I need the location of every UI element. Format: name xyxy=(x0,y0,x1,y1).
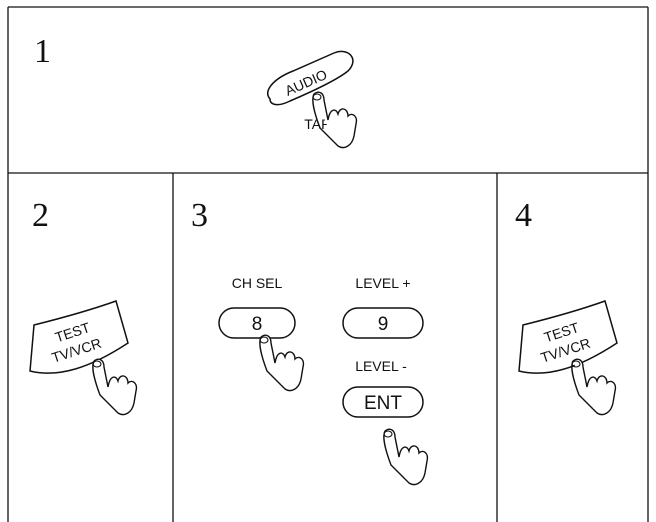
pointing-hand-icon xyxy=(260,335,304,390)
audio-tape-button-illustration: AUDIO TAPE xyxy=(8,7,648,173)
level-plus-9-button[interactable]: 9 xyxy=(343,308,423,338)
pointing-hand-icon xyxy=(572,359,616,414)
ent-key-label: ENT xyxy=(364,393,402,414)
step-2-panel: 2 TEST TV/VCR xyxy=(8,173,173,522)
test-tvvcr-button-illustration: TEST TV/VCR xyxy=(8,173,173,522)
level-minus-label: LEVEL - xyxy=(355,358,407,374)
key-9-label: 9 xyxy=(378,314,389,335)
step-3-panel: 3 CH SEL 8 LEVEL + 9 LEVEL - ENT xyxy=(173,173,497,522)
step-4-panel: 4 TEST TV/VCR xyxy=(497,173,648,522)
level-plus-label: LEVEL + xyxy=(355,275,410,291)
ch-sel-8-button[interactable]: 8 xyxy=(219,308,295,338)
pointing-hand-icon xyxy=(93,359,137,414)
test-tvvcr-button[interactable]: TEST TV/VCR xyxy=(519,301,617,373)
step-1-panel: 1 AUDIO TAPE xyxy=(8,7,648,173)
key-8-label: 8 xyxy=(252,314,263,335)
level-minus-ent-button[interactable]: ENT xyxy=(343,387,423,417)
test-tvvcr-button-illustration: TEST TV/VCR xyxy=(497,173,648,522)
level-adjust-illustration: CH SEL 8 LEVEL + 9 LEVEL - ENT xyxy=(173,173,497,522)
pointing-hand-icon xyxy=(384,429,428,484)
test-tvvcr-button[interactable]: TEST TV/VCR xyxy=(30,301,128,373)
ch-sel-label: CH SEL xyxy=(232,275,283,291)
